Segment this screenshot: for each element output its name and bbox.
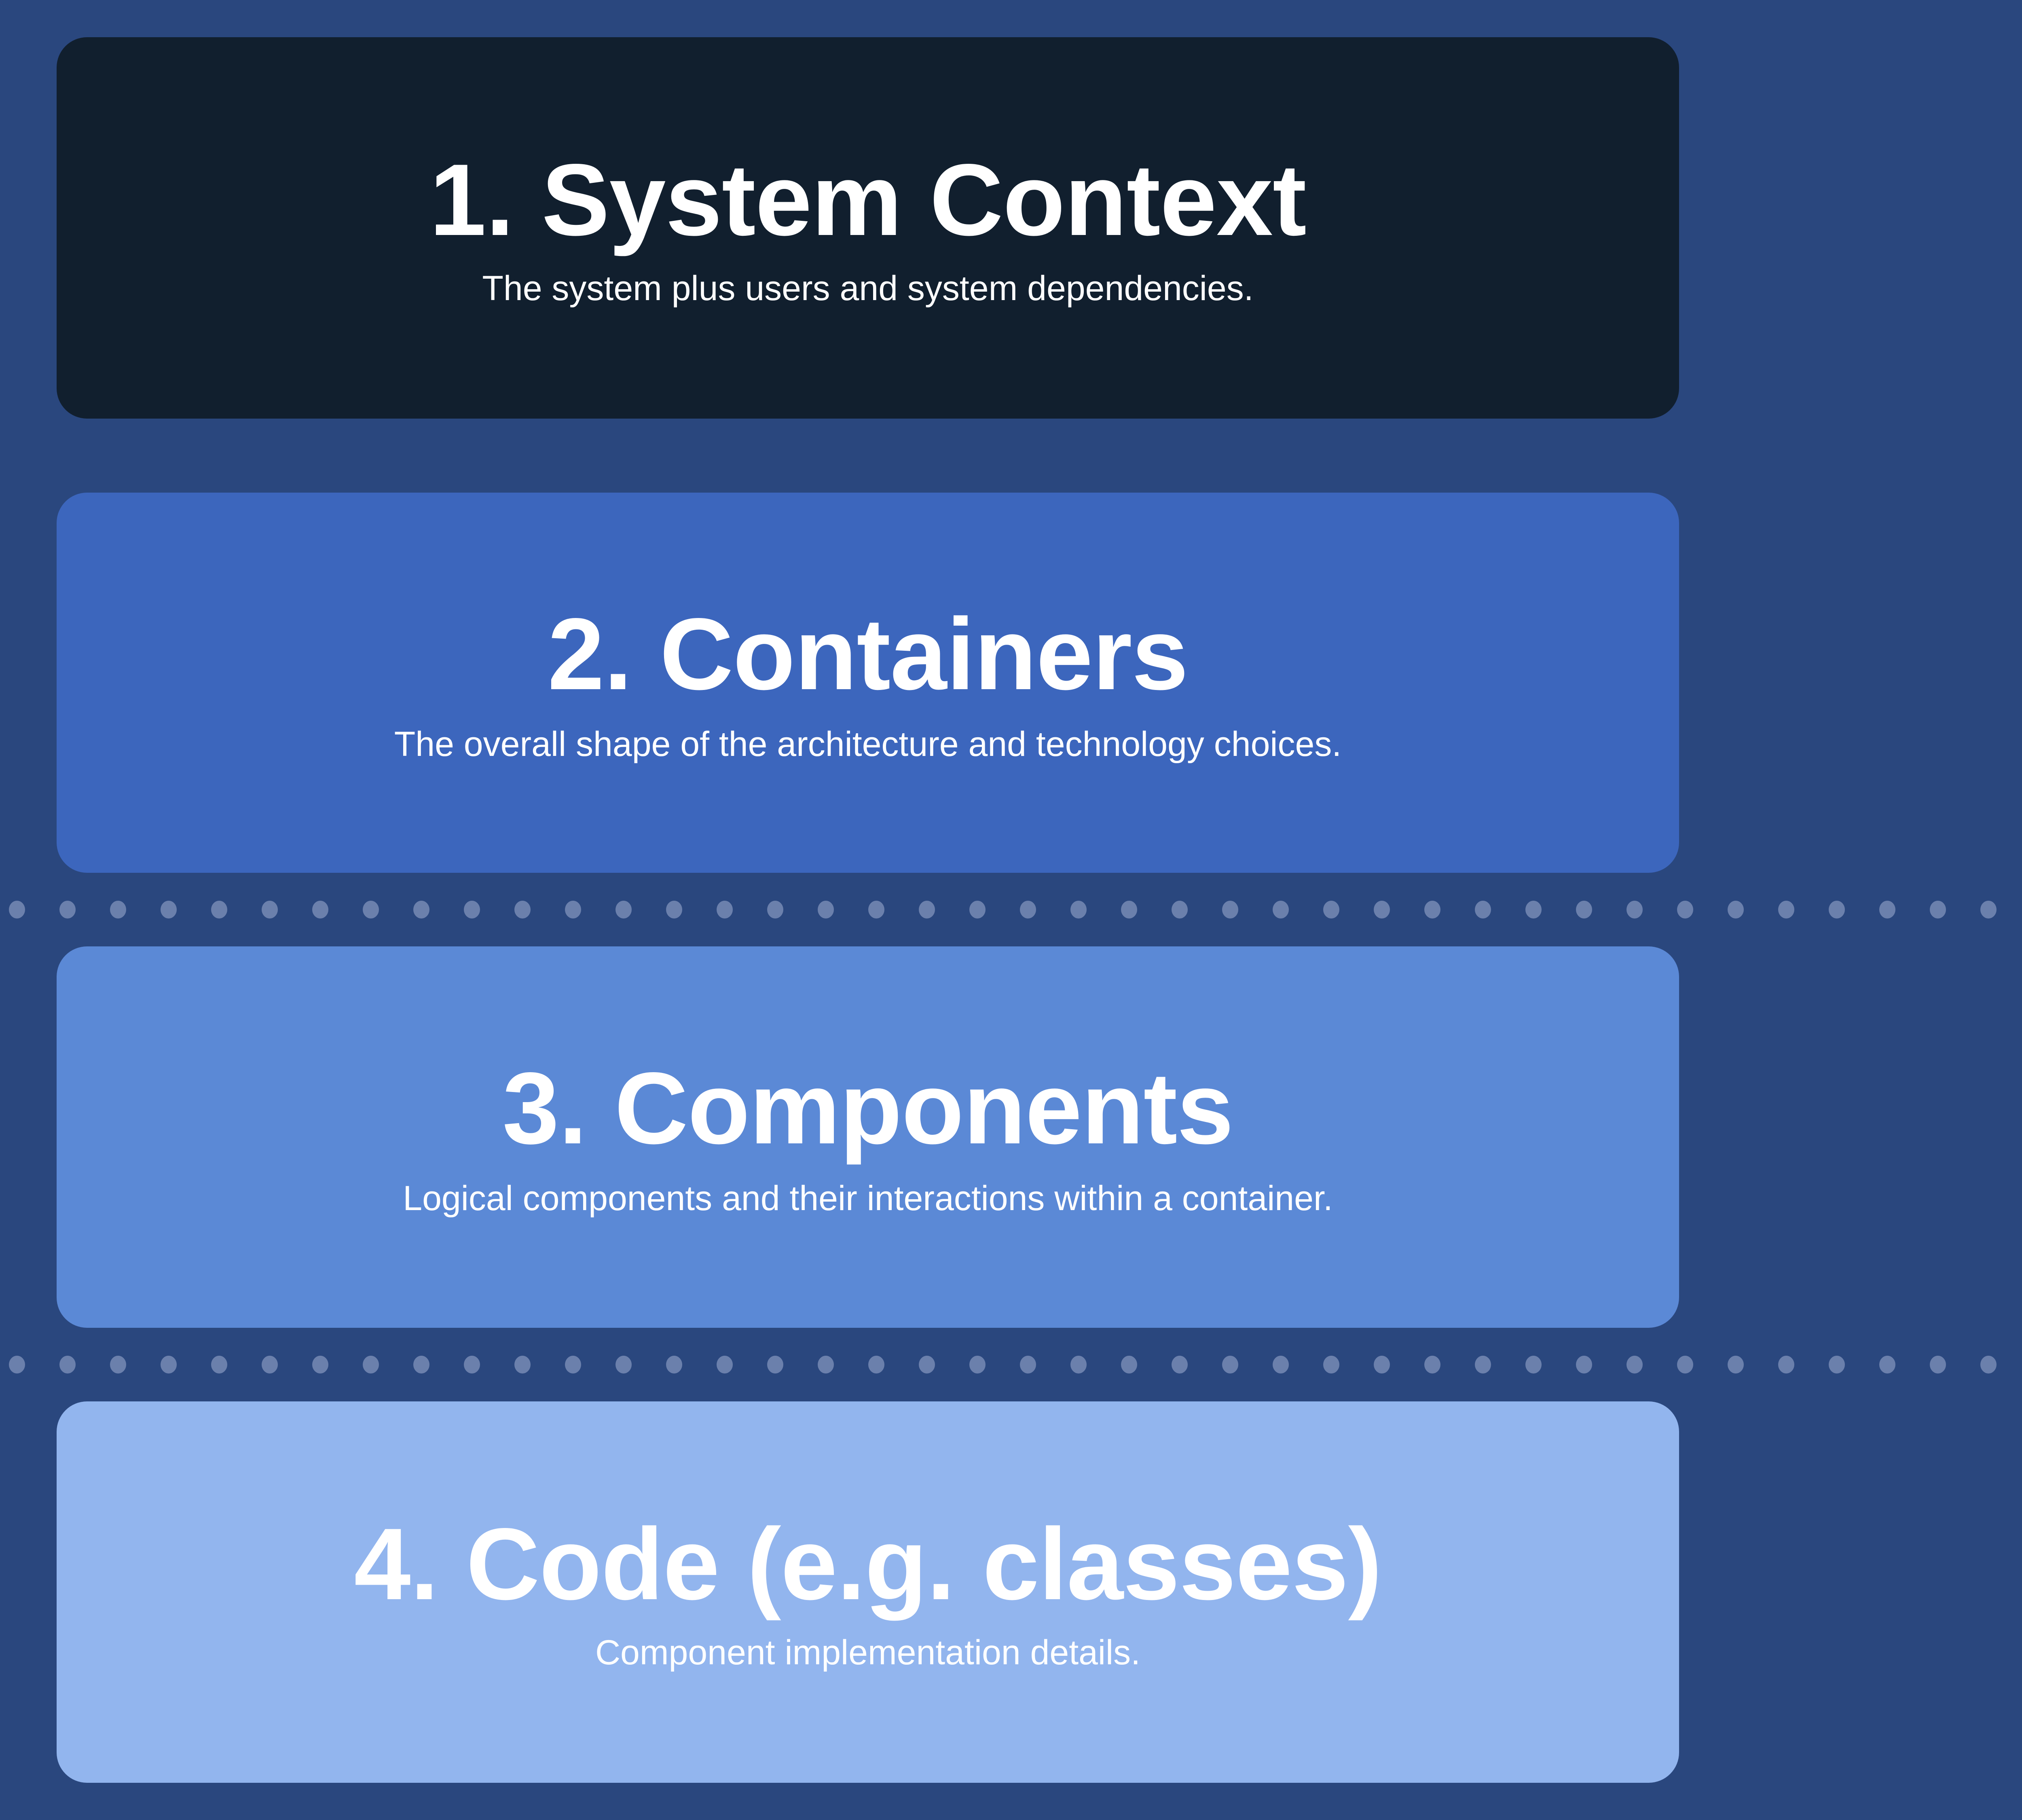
separator-dot: [717, 901, 733, 918]
separator-dot: [818, 1356, 834, 1373]
separator-dot: [1980, 901, 1997, 918]
separator-dot: [615, 1356, 632, 1373]
separator-dot: [211, 1356, 227, 1373]
separator-dot: [1475, 1356, 1491, 1373]
separator-dot: [1525, 1356, 1542, 1373]
separator-dot: [1879, 901, 1895, 918]
separator-dot: [262, 1356, 278, 1373]
separator-dot: [1829, 1356, 1845, 1373]
separator-dot: [413, 1356, 429, 1373]
level-description: The system plus users and system depende…: [482, 269, 1254, 308]
separator-dot: [615, 901, 632, 918]
separator-dot: [514, 1356, 531, 1373]
level-card-system-context[interactable]: 1. System Context The system plus users …: [57, 37, 1679, 419]
level-title: 3. Components: [502, 1052, 1233, 1166]
separator-dot: [818, 901, 834, 918]
annotation-overview-first: Overview first: [1860, 421, 2022, 504]
separator-dot: [1930, 1356, 1946, 1373]
separator-dot: [464, 1356, 480, 1373]
separator-dot: [1070, 1356, 1087, 1373]
separator-dot: [59, 901, 76, 918]
separator-dot: [1576, 1356, 1592, 1373]
separator-dot: [969, 901, 986, 918]
separator-dot: [868, 1356, 884, 1373]
separator-dot: [1930, 901, 1946, 918]
separator-dot: [1576, 901, 1592, 918]
separator-dot: [1424, 901, 1440, 918]
level-description: Component implementation details.: [595, 1633, 1141, 1672]
separator-dot: [312, 1356, 328, 1373]
separator-dot: [363, 1356, 379, 1373]
separator-dot: [514, 901, 531, 918]
separator-dot: [565, 1356, 581, 1373]
separator-dot: [717, 1356, 733, 1373]
separator-dot: [1728, 1356, 1744, 1373]
separator-dot: [1121, 1356, 1137, 1373]
separator-dot: [868, 901, 884, 918]
separator-dot: [1677, 901, 1693, 918]
separator-dot: [1374, 1356, 1390, 1373]
separator-dot: [59, 1356, 76, 1373]
separator-dot: [110, 1356, 126, 1373]
separator-dot: [1020, 901, 1036, 918]
separator-dot: [110, 901, 126, 918]
separator-dot: [1374, 901, 1390, 918]
separator-dot: [9, 1356, 25, 1373]
separator-dot: [413, 901, 429, 918]
separator-dot: [9, 901, 25, 918]
separator-dot: [262, 901, 278, 918]
separator-dot: [1323, 901, 1339, 918]
separator-dot: [1778, 1356, 1794, 1373]
separator-dot: [464, 901, 480, 918]
separator-dot: [1829, 901, 1845, 918]
level-card-containers[interactable]: 2. Containers The overall shape of the a…: [57, 493, 1679, 873]
separator-dot: [161, 1356, 177, 1373]
separator-dot: [1222, 1356, 1238, 1373]
separator-dot: [1626, 1356, 1643, 1373]
separator-dot: [919, 901, 935, 918]
separator-dot: [969, 1356, 986, 1373]
separator-dot: [1222, 901, 1238, 918]
annotation-zoom-and-filter: Zoom & filter: [1860, 1089, 2022, 1172]
separator-dot: [666, 901, 682, 918]
separator-dot: [919, 1356, 935, 1373]
separator-dot: [1980, 1356, 1997, 1373]
separator-dot: [767, 1356, 783, 1373]
annotation-details-on-demand: Details on demand: [1860, 1541, 2022, 1624]
separator-dot: [1172, 1356, 1188, 1373]
separator-dot: [1424, 1356, 1440, 1373]
separator-dot: [565, 901, 581, 918]
level-description: The overall shape of the architecture an…: [394, 724, 1342, 764]
level-description: Logical components and their interaction…: [403, 1179, 1333, 1218]
separator-dot: [1677, 1356, 1693, 1373]
separator-dot: [1323, 1356, 1339, 1373]
separator-dot: [1121, 901, 1137, 918]
separator-dot: [1475, 901, 1491, 918]
separator-dot: [363, 901, 379, 918]
level-title: 2. Containers: [548, 597, 1188, 711]
separator-dot: [1020, 1356, 1036, 1373]
level-card-code[interactable]: 4. Code (e.g. classes) Component impleme…: [57, 1401, 1679, 1783]
level-title: 4. Code (e.g. classes): [354, 1507, 1382, 1621]
separator-dot: [1172, 901, 1188, 918]
separator-dot: [666, 1356, 682, 1373]
separator-dot: [1525, 901, 1542, 918]
dotted-separator-components-code: [0, 1355, 2022, 1373]
separator-dot: [312, 901, 328, 918]
separator-dot: [1728, 901, 1744, 918]
separator-dot: [1273, 1356, 1289, 1373]
level-title: 1. System Context: [429, 143, 1307, 257]
separator-dot: [1626, 901, 1643, 918]
level-card-components[interactable]: 3. Components Logical components and the…: [57, 946, 1679, 1328]
separator-dot: [1070, 901, 1087, 918]
separator-dot: [211, 901, 227, 918]
separator-dot: [1778, 901, 1794, 918]
separator-dot: [767, 901, 783, 918]
separator-dot: [1879, 1356, 1895, 1373]
dotted-separator-containers-components: [0, 900, 2022, 918]
separator-dot: [1273, 901, 1289, 918]
separator-dot: [161, 901, 177, 918]
